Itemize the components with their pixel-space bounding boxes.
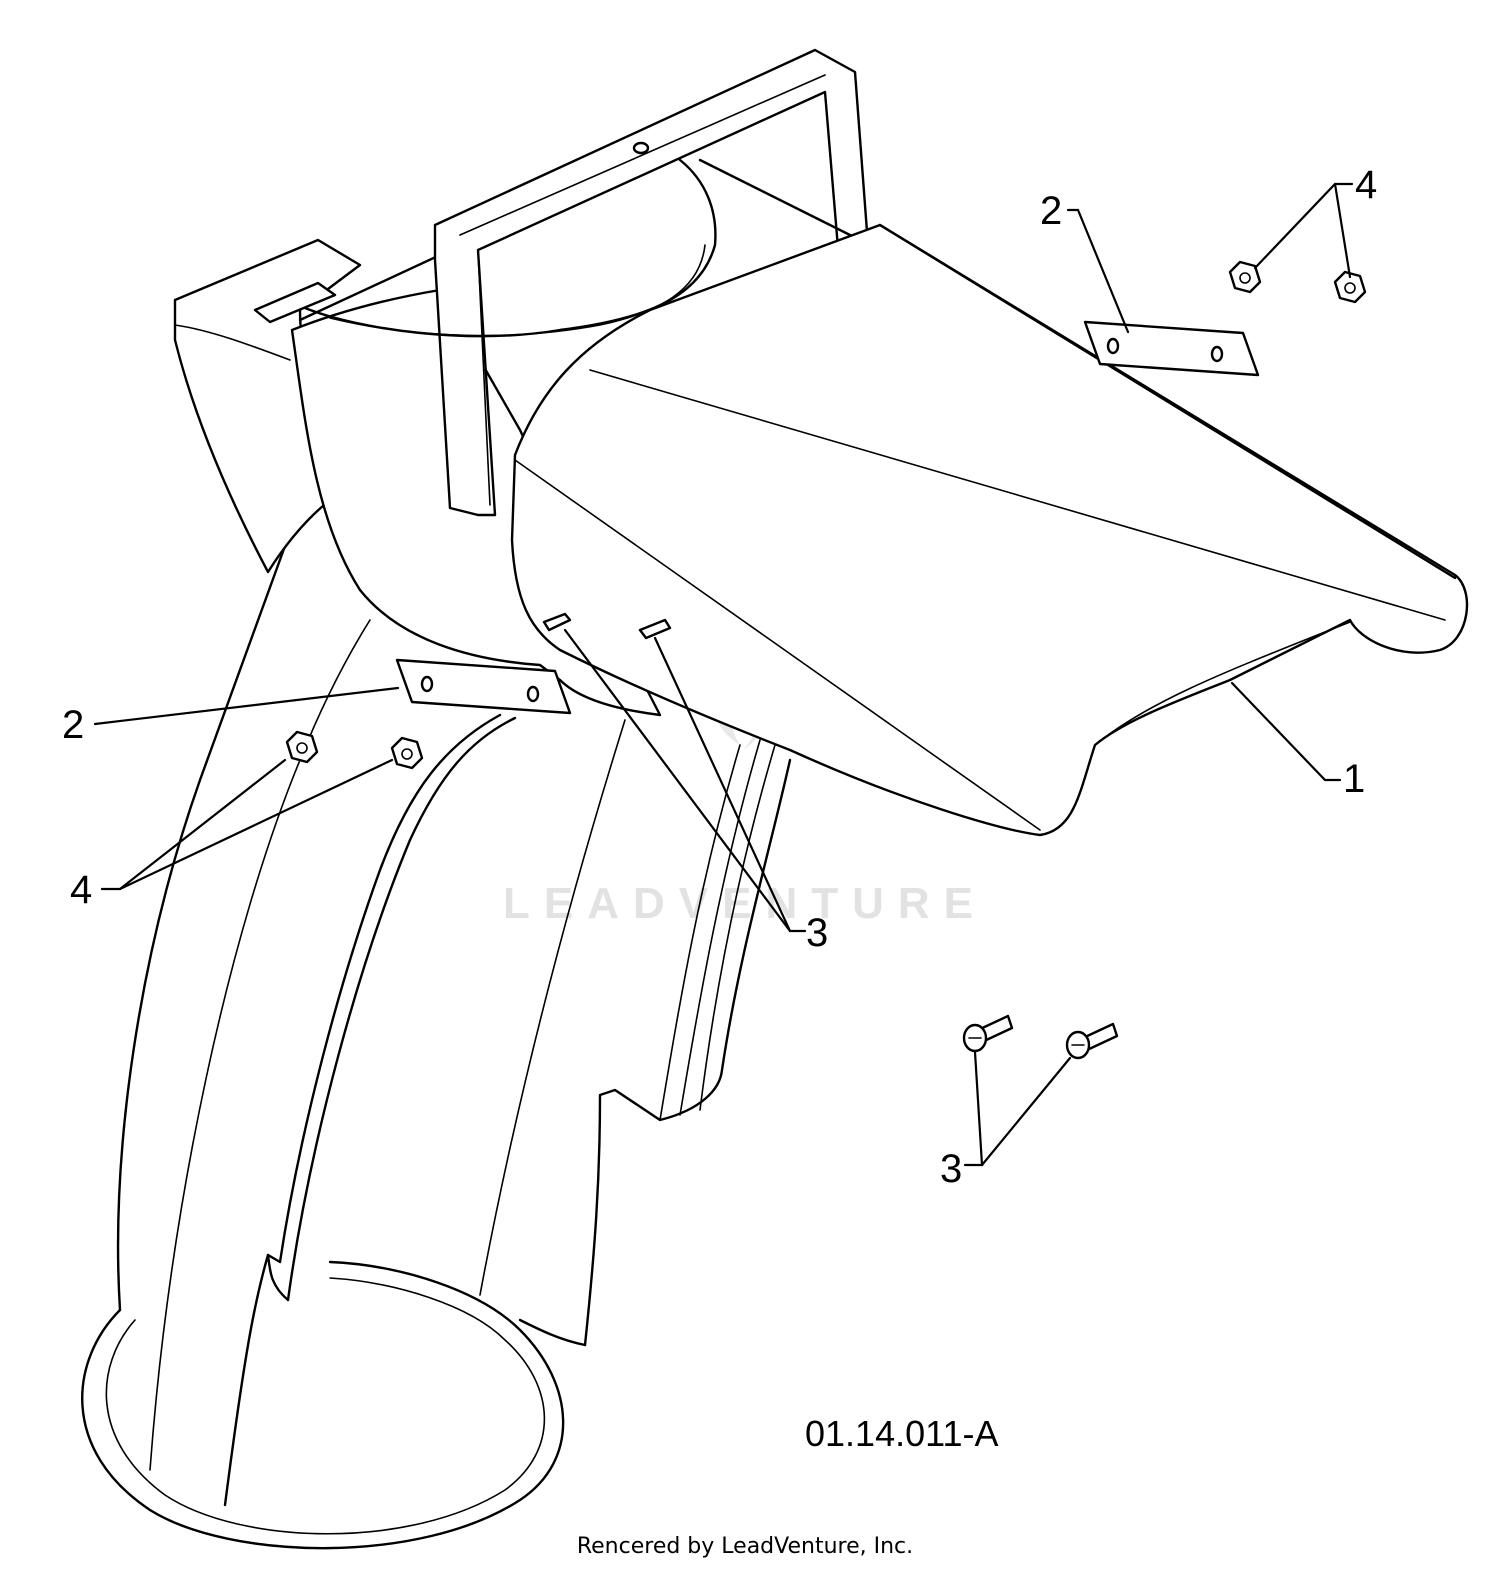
strap-hole — [1106, 337, 1120, 355]
strap-hole — [526, 685, 540, 703]
nut-icon — [390, 736, 424, 770]
bolt-icon — [1065, 1022, 1119, 1060]
chute-base-ring — [81, 1260, 565, 1550]
nut-icon — [1228, 260, 1262, 294]
nut-icon — [285, 730, 319, 764]
callout-2-right: 2 — [1040, 189, 1062, 233]
callout-3-mid: 3 — [806, 911, 828, 955]
strap-hole — [420, 675, 434, 693]
strap-hole — [1210, 345, 1224, 363]
render-credit: Rencered by LeadVenture, Inc. — [577, 1534, 913, 1559]
leader-lines — [93, 182, 1354, 1167]
callout-4-right: 4 — [1355, 163, 1377, 207]
deflector — [510, 223, 1469, 837]
callout-1: 1 — [1343, 757, 1365, 801]
deflector-shell — [510, 223, 1469, 837]
bracket-hole — [632, 141, 650, 155]
chute-body — [81, 503, 792, 1550]
nut-icon — [1333, 270, 1367, 304]
mounting-bracket — [303, 48, 872, 517]
deflector-hole — [638, 618, 672, 640]
strap-plate-right — [1083, 320, 1260, 377]
drawing-code: 01.14.011-A — [805, 1413, 998, 1454]
callout-3-low: 3 — [940, 1147, 962, 1191]
callout-4-left: 4 — [70, 868, 92, 912]
deflector-hole — [542, 612, 572, 632]
strap-plate-left — [395, 658, 572, 715]
bolt-icon — [962, 1014, 1014, 1053]
callouts: 1 2 2 3 3 4 4 — [62, 163, 1377, 1191]
callout-2-left: 2 — [62, 703, 84, 747]
